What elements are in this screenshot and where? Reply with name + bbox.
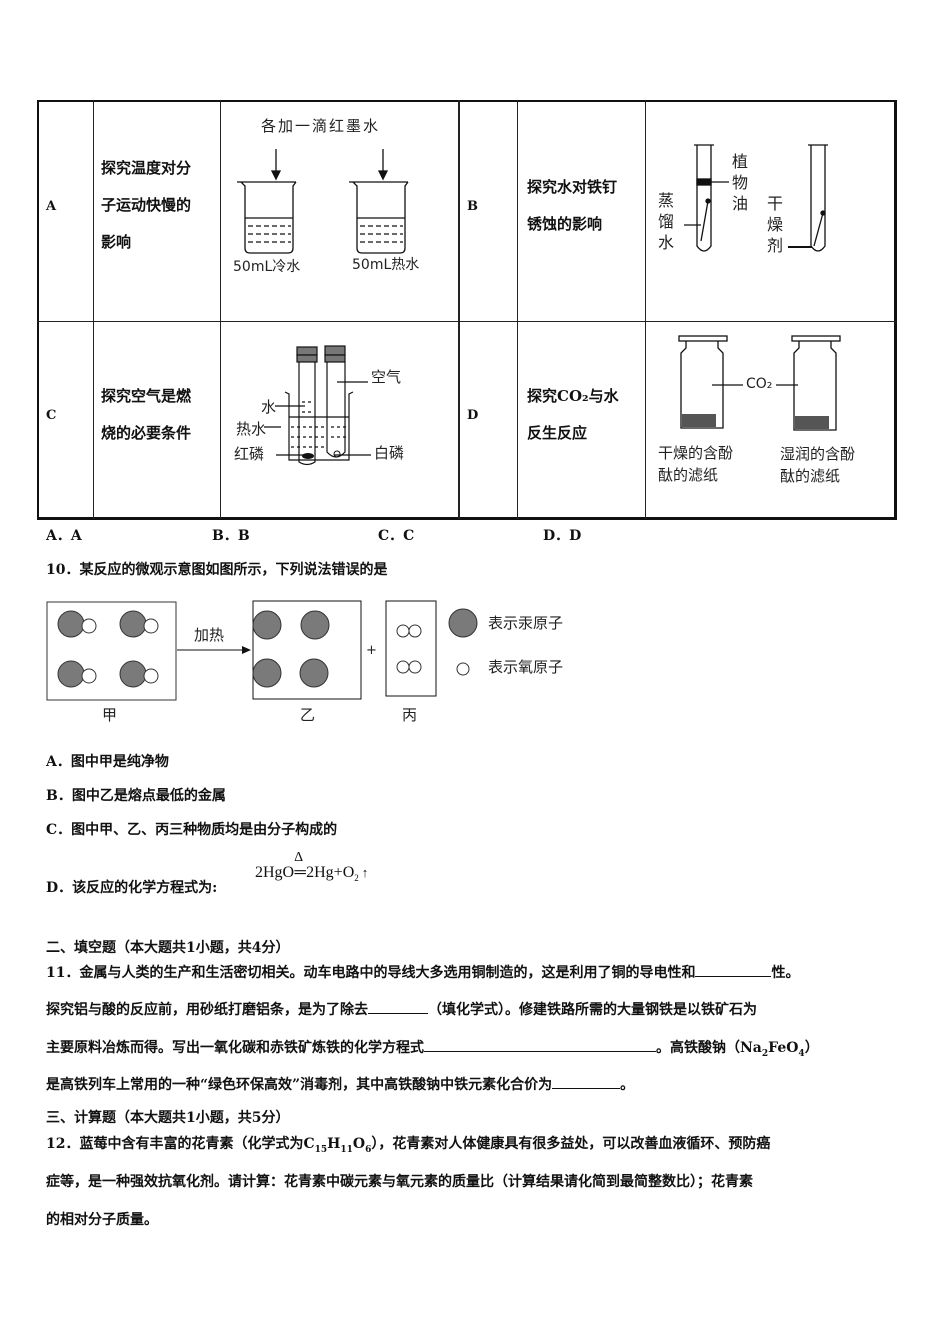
q11-line1: 11．金属与人类的生产和生活密切相关。动车电路中的导线大多选用铜制造的，这是利用… [46, 962, 799, 982]
box-label-yi: 乙 [300, 706, 316, 724]
row-desc-c: 探究空气是燃 烧的必要条件 [101, 378, 191, 452]
fig-label-hot-water: 50mL热水 [352, 257, 420, 273]
row-letter-a: A [46, 199, 57, 214]
option-c: C．C [378, 528, 415, 544]
fig-label-desiccant: 干燥剂 [767, 194, 784, 255]
q12-line3: 的相对分子质量。 [46, 1212, 158, 1228]
table-divider [458, 100, 460, 519]
arrow-label-heat: 加热 [194, 626, 225, 644]
answer-blank[interactable] [695, 962, 772, 977]
fig-label-white-phosphorus: 白磷 [374, 444, 405, 462]
q10-option-d: D．该反应的化学方程式为: [46, 880, 218, 896]
desc-line: 锈蚀的影响 [527, 215, 603, 233]
table-divider [37, 321, 897, 322]
box-label-bing: 丙 [402, 706, 418, 724]
beakers-illustration [237, 149, 409, 254]
combustion-figure: 空气 水 热水 红磷 白磷 [221, 322, 458, 519]
answer-blank[interactable] [552, 1074, 621, 1089]
q11-line4: 是高铁列车上常用的一种“绿色环保高效”消毒剂，其中高铁酸钠中铁元素化合价为。 [46, 1074, 634, 1094]
option-d: D．D [543, 528, 582, 544]
plus-sign: + [366, 643, 377, 658]
table-divider [645, 100, 646, 519]
table-divider [517, 100, 518, 519]
reaction-illustration [46, 600, 478, 701]
desc-line: 探究水对铁钉 [527, 178, 618, 196]
fig-label-water: 水 [261, 398, 277, 416]
section2-title: 二、填空题（本大题共1小题，共4分） [46, 940, 290, 956]
desc-line: 子运动快慢的 [101, 196, 192, 214]
fig-label-hot-water: 热水 [236, 420, 267, 438]
q10-option-b: B．图中乙是熔点最低的金属 [46, 788, 226, 804]
heat-condition: Δ [294, 850, 304, 865]
section3-title: 三、计算题（本大题共1小题，共5分） [46, 1110, 290, 1126]
fig-label-red-ink: 各加一滴红墨水 [261, 117, 381, 135]
fig-label-co2: CO₂ [746, 376, 773, 392]
nail-figure: 蒸馏水 植物油 干燥剂 [646, 101, 896, 321]
q11-line2: 探究铝与酸的反应前，用砂纸打磨铝条，是为了除去（填化学式）。修建铁路所需的大量钢… [46, 999, 757, 1019]
test-tubes-illustration [684, 144, 828, 252]
gas-bottles-illustration [678, 335, 841, 431]
phosphorus-illustration [264, 345, 371, 466]
row-letter-d: D [467, 408, 479, 423]
table-divider [220, 100, 221, 519]
answer-blank[interactable] [368, 999, 428, 1014]
fig-label-distilled-water: 蒸馏水 [658, 191, 675, 252]
desc-line: 探究空气是燃 [101, 387, 192, 405]
beaker-figure: 各加一滴红墨水 50mL冷水 50mL热水 [221, 101, 458, 321]
co2-figure: CO₂ 干燥的含酚酞的滤纸 湿润的含酚酞的滤纸 [646, 322, 896, 519]
q12-line1: 12．蓝莓中含有丰富的花青素（化学式为C15H11O6），花青素对人体健康具有很… [46, 1136, 771, 1155]
fig-label-cold-water: 50mL冷水 [233, 259, 301, 275]
desc-line: 探究CO₂与水 [527, 387, 619, 405]
row-desc-a: 探究温度对分 子运动快慢的 影响 [101, 150, 191, 261]
q10-stem: 10．某反应的微观示意图如图所示，下列说法错误的是 [46, 562, 388, 578]
row-desc-b: 探究水对铁钉 锈蚀的影响 [527, 169, 617, 243]
desc-line: 影响 [101, 233, 132, 251]
experiment-table [37, 100, 897, 520]
row-letter-b: B [467, 199, 478, 214]
option-a: A．A [46, 528, 82, 544]
q12-line2: 症等，是一种强效抗氧化剂。请计算：花青素中碳元素与氧元素的质量比（计算结果请化简… [46, 1174, 753, 1190]
table-divider [93, 100, 94, 519]
row-desc-d: 探究CO₂与水 反生反应 [527, 378, 619, 452]
fig-label-air: 空气 [371, 368, 402, 386]
q11-line3: 主要原料冶炼而得。写出一氧化碳和赤铁矿炼铁的化学方程式。高铁酸钠（Na2FeO4… [46, 1037, 819, 1059]
q10-option-c: C．图中甲、乙、丙三种物质均是由分子构成的 [46, 822, 338, 838]
legend-oxygen-atom: 表示氧原子 [488, 658, 564, 676]
box-label-jia: 甲 [102, 706, 118, 724]
fig-label-dry-paper: 干燥的含酚酞的滤纸 [658, 444, 734, 484]
desc-line: 烧的必要条件 [101, 424, 192, 442]
reaction-diagram: 加热 + 甲 乙 丙 表示汞原子 表示氧原子 [40, 590, 600, 730]
desc-line: 反生反应 [527, 424, 588, 442]
legend-mercury-atom: 表示汞原子 [488, 614, 564, 632]
option-b: B．B [212, 528, 250, 544]
fig-label-vegetable-oil: 植物油 [732, 152, 749, 213]
row-letter-c: C [46, 408, 57, 423]
desc-line: 探究温度对分 [101, 159, 192, 177]
answer-blank[interactable] [424, 1037, 656, 1052]
q10-option-a: A．图中甲是纯净物 [46, 754, 169, 770]
fig-label-red-phosphorus: 红磷 [234, 445, 265, 463]
fig-label-wet-paper: 湿润的含酚酞的滤纸 [780, 445, 856, 485]
